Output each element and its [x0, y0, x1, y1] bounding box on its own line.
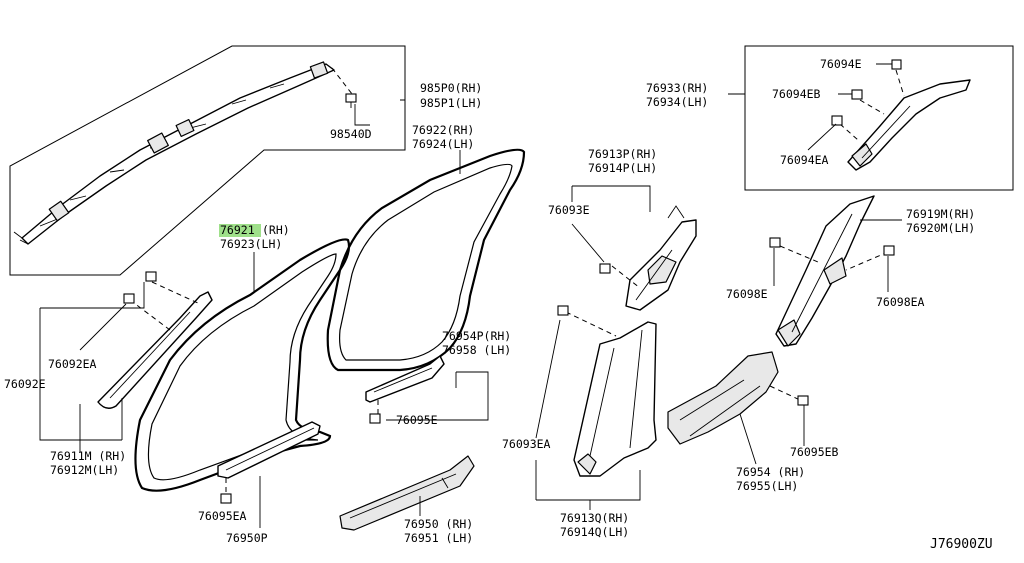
center-pillar-upper-garnish[interactable]	[625, 205, 697, 311]
label-rear-lower-lh: 76920M(LH)	[906, 221, 975, 235]
clip-76094e-icon[interactable]	[891, 59, 902, 70]
clip-76093ea-icon[interactable]	[557, 305, 569, 316]
label-clip-76092ea: 76092EA	[48, 357, 97, 371]
label-rear-kicking-cover-rh: 76950 (RH)	[404, 517, 473, 531]
rear-side-leaders	[739, 405, 805, 465]
front-kicking-plate[interactable]	[217, 421, 321, 479]
label-rear-side-lh: 76955(LH)	[736, 479, 798, 493]
clip-76095ea-icon[interactable]	[220, 493, 232, 504]
label-rear-kicking-rh: 76954P(RH)	[442, 329, 511, 343]
label-front-pillar-rh: 76911M (RH)	[50, 449, 126, 463]
label-front-weatherstrip-rh: (RH)	[262, 223, 290, 237]
label-clip-76094ea: 76094EA	[780, 153, 829, 167]
label-rear-kicking-lh: 76958 (LH)	[442, 343, 511, 357]
front-door-weatherstrip[interactable]	[134, 238, 351, 492]
label-front-weatherstrip-lh: 76923(LH)	[220, 237, 282, 251]
label-center-upper-lh: 76914P(LH)	[588, 161, 657, 175]
label-airbag-clip: 98540D	[330, 127, 372, 141]
clip-76094eb-icon[interactable]	[851, 89, 863, 100]
clip-76095e-icon[interactable]	[369, 413, 381, 424]
label-rear-pillar-rh: 76933(RH)	[646, 81, 708, 95]
center-upper-clip-dash	[611, 265, 641, 289]
clip-76094ea-icon[interactable]	[831, 115, 843, 126]
label-front-weatherstrip-part: 76921	[220, 223, 255, 237]
label-clip-76098e: 76098E	[726, 287, 768, 301]
label-front-kicking-plate: 76950P	[226, 531, 268, 545]
label-rear-kicking-cover-lh: 76951 (LH)	[404, 531, 473, 545]
label-front-pillar-lh: 76912M(LH)	[50, 463, 119, 477]
rear-pillar-lower-garnish[interactable]	[775, 195, 875, 347]
rear-pillar-garnish[interactable]	[847, 79, 971, 171]
clip-76098ea-icon[interactable]	[883, 245, 895, 256]
label-rear-weatherstrip-lh: 76924(LH)	[412, 137, 474, 151]
rear-door-weatherstrip[interactable]	[326, 148, 526, 372]
front-pillar-clip2-dash	[129, 299, 171, 331]
label-airbag-rh: 985P0(RH)	[420, 81, 482, 95]
rear-pillar-group-frame	[744, 45, 1014, 191]
clip-76092e-icon[interactable]	[145, 271, 157, 282]
label-clip-76094e: 76094E	[820, 57, 862, 71]
front-pillar-clip-dash	[151, 281, 201, 305]
clip-76095eb-icon[interactable]	[797, 395, 809, 406]
label-airbag-lh: 985P1(LH)	[420, 96, 482, 110]
label-clip-76093e: 76093E	[548, 203, 590, 217]
clip-76098e-icon[interactable]	[769, 237, 781, 248]
clip-76093e-icon[interactable]	[599, 263, 611, 274]
label-clip-76095e: 76095E	[396, 413, 438, 427]
label-center-lower-rh: 76913Q(RH)	[560, 511, 629, 525]
rear-pillar-clip-dash	[839, 69, 905, 141]
center-pillar-lower-garnish[interactable]	[573, 321, 657, 477]
rear-side-finisher[interactable]	[667, 351, 779, 445]
label-clip-76092e: 76092E	[4, 377, 46, 391]
front-pillar-garnish[interactable]	[97, 291, 213, 409]
label-rear-side-rh: 76954 (RH)	[736, 465, 805, 479]
rear-pillar-leaders	[728, 63, 892, 151]
airbag-clip-98540d[interactable]	[345, 93, 357, 108]
rear-side-clip-dash	[769, 385, 801, 401]
airbag-clip-leader-dash	[331, 67, 353, 95]
airbag-group-frame	[9, 45, 406, 276]
rear-kicking-cover[interactable]	[339, 455, 475, 531]
clip-76092ea-icon[interactable]	[123, 293, 135, 304]
label-clip-76095eb: 76095EB	[790, 445, 839, 459]
front-pillar-leaders	[39, 282, 145, 452]
label-clip-76098ea: 76098EA	[876, 295, 925, 309]
label-clip-76093ea: 76093EA	[502, 437, 551, 451]
label-clip-76094eb: 76094EB	[772, 87, 821, 101]
part-highlight	[219, 224, 261, 237]
airbag-leaders	[354, 99, 405, 126]
label-rear-pillar-lh: 76934(LH)	[646, 95, 708, 109]
rear-lower-clip-dash	[779, 245, 889, 271]
rear-kicking-plate[interactable]	[365, 355, 445, 403]
label-clip-76095ea: 76095EA	[198, 509, 247, 523]
curtain-airbag[interactable]	[13, 61, 335, 245]
diagram-code: J76900ZU	[930, 537, 993, 552]
label-center-upper-rh: 76913P(RH)	[588, 147, 657, 161]
center-lower-leaders	[535, 319, 641, 510]
rear-kicking-leaders	[386, 371, 489, 421]
label-rear-lower-rh: 76919M(RH)	[906, 207, 975, 221]
label-rear-weatherstrip-rh: 76922(RH)	[412, 123, 474, 137]
center-upper-leaders	[571, 185, 651, 263]
center-lower-clip-dash	[565, 311, 617, 337]
label-center-lower-lh: 76914Q(LH)	[560, 525, 629, 539]
rear-lower-leaders	[773, 219, 902, 292]
